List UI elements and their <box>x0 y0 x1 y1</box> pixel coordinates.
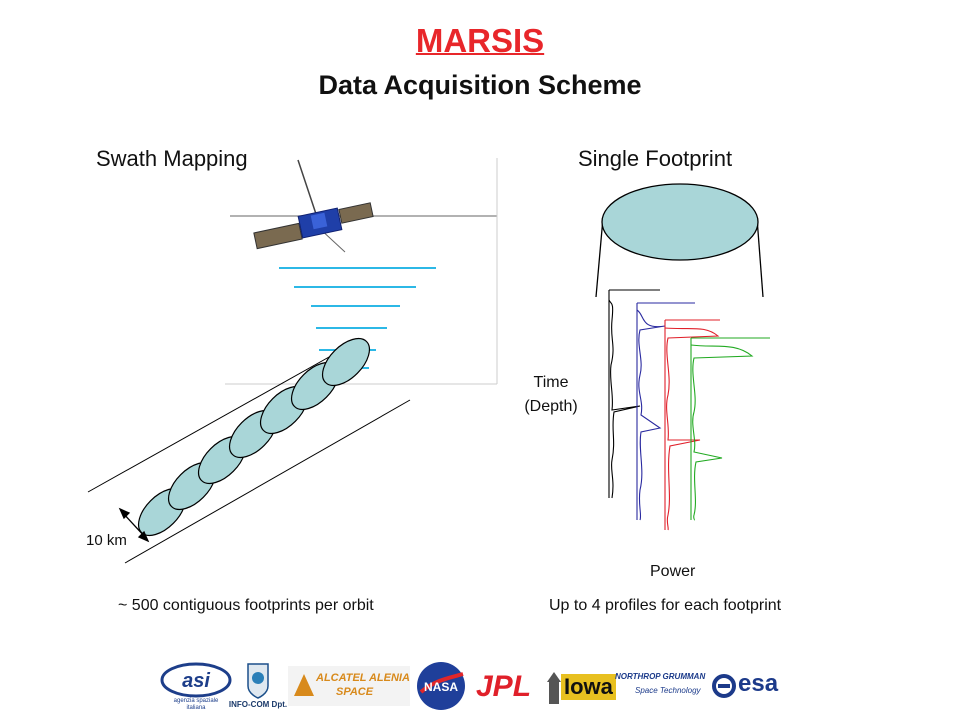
asi-line1: agenzia spaziale <box>173 698 219 704</box>
echo-profile-4 <box>690 337 770 521</box>
x-axis-label-power: Power <box>650 563 696 580</box>
echo-profile-1 <box>608 289 660 499</box>
iowa-logo: Iowa <box>545 660 616 714</box>
ng-line2: Space Technology <box>635 686 701 695</box>
alcatel-line1: ALCATEL ALENIA <box>316 672 410 684</box>
spacecraft-icon <box>253 159 374 253</box>
alcatel-alenia-logo: ALCATEL ALENIA SPACE <box>288 660 410 714</box>
footprint-caption: Up to 4 profiles for each footprint <box>549 597 782 614</box>
swath-caption: ~ 500 contiguous footprints per orbit <box>118 597 374 614</box>
jpl-text: JPL <box>476 670 532 703</box>
svg-text:asi: asi <box>182 670 210 692</box>
esa-text: esa <box>738 670 779 697</box>
page-title: MARSIS <box>415 22 545 59</box>
jpl-logo: JPL <box>476 660 536 714</box>
echo-profile-3 <box>664 319 720 531</box>
scale-label: 10 km <box>86 532 127 549</box>
asi-logo: asi agenzia spaziale italiana <box>158 660 234 714</box>
northrop-grumman-logo: NORTHROP GRUMMAN Space Technology <box>615 660 707 714</box>
infocom-logo: INFO-COM Dpt. <box>228 660 288 714</box>
iowa-text: Iowa <box>561 674 616 700</box>
footprint-ellipses <box>137 337 371 537</box>
y-axis-label-depth: (Depth) <box>524 398 578 415</box>
esa-logo: esa <box>712 660 792 714</box>
single-footprint-heading: Single Footprint <box>578 146 733 171</box>
alcatel-line2: SPACE <box>336 686 374 698</box>
ng-line1: NORTHROP GRUMMAN <box>615 672 706 681</box>
page-subtitle: Data Acquisition Scheme <box>318 70 642 100</box>
nasa-logo: NASA <box>415 660 467 714</box>
asi-line2: italiana <box>186 705 206 711</box>
footprint-cylinder <box>595 183 764 298</box>
y-axis-label-time: Time <box>533 374 569 391</box>
echo-profile-2 <box>636 302 695 521</box>
infocom-label: INFO-COM Dpt. <box>228 700 288 709</box>
swath-strip <box>87 351 411 564</box>
nasa-text: NASA <box>424 680 458 694</box>
scale-arrow <box>118 507 150 543</box>
swath-mapping-heading: Swath Mapping <box>96 146 248 171</box>
